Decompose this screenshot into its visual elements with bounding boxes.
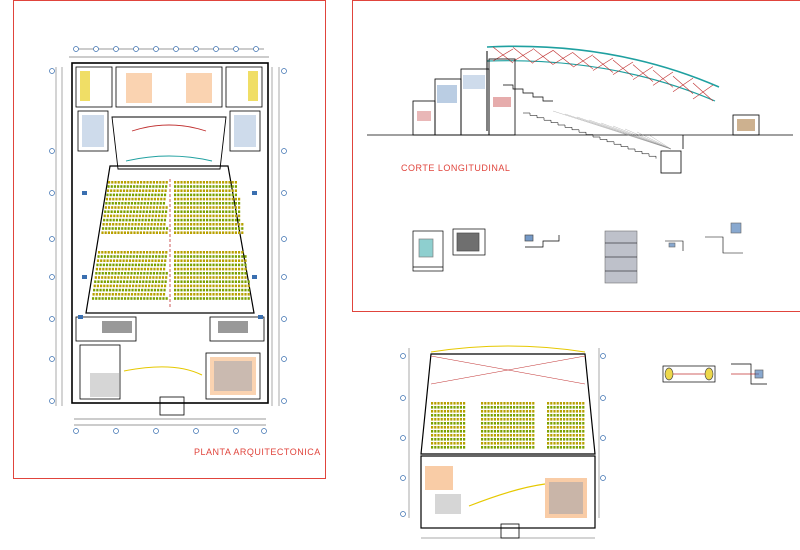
detail-column	[604, 230, 638, 284]
secondary-path	[468, 483, 546, 507]
main-entrance	[159, 396, 185, 416]
top-axis-bubbles	[73, 46, 259, 52]
sight-lines	[552, 110, 672, 150]
detail-pipe	[662, 365, 716, 383]
detail-joint-2	[705, 222, 743, 254]
upper-rooms	[75, 66, 263, 152]
detail-seat-2	[452, 228, 486, 256]
section-sheet: CORTE LONGITUDINAL	[352, 0, 800, 312]
secondary-entrance	[500, 523, 520, 539]
stage-end	[660, 114, 760, 174]
secondary-walls	[420, 353, 596, 529]
floor-plan-sheet: PLANTA ARQUITECTONICA	[13, 0, 326, 479]
front-rooms	[412, 58, 516, 136]
upper-room-fills	[80, 71, 258, 147]
secondary-lobby	[425, 466, 587, 518]
stage	[111, 116, 227, 170]
exterior-walls	[71, 62, 269, 404]
small-details	[662, 363, 767, 385]
top-axis-grid	[69, 48, 269, 58]
plan-title: PLANTA ARQUITECTONICA	[194, 447, 321, 457]
lobby-rooms	[75, 316, 265, 400]
seating-rows	[91, 181, 250, 300]
detail-seat-1	[412, 230, 444, 272]
secondary-seating	[431, 402, 585, 449]
column-markers	[78, 191, 263, 319]
stair	[503, 84, 553, 102]
section-title: CORTE LONGITUDINAL	[401, 163, 511, 173]
detail-step	[524, 234, 560, 248]
bottom-axis-bubbles	[73, 428, 267, 434]
section-drawing	[367, 45, 793, 284]
secondary-roof-lines	[430, 345, 586, 385]
stage-fills	[737, 119, 755, 131]
detail-joint-1	[665, 240, 684, 251]
floor-plan-drawing	[49, 46, 287, 434]
auditorium-walls	[85, 165, 255, 314]
side-dimension-lines	[55, 67, 280, 406]
secondary-floor-plan	[400, 345, 606, 539]
secondary-bubbles	[400, 353, 606, 517]
detail-bracket	[731, 363, 767, 385]
lobby-fills	[90, 321, 256, 397]
side-axis-bubbles	[49, 68, 287, 404]
bottom-dimension	[74, 418, 266, 426]
front-room-fills	[417, 75, 511, 121]
raked-seating	[523, 112, 657, 159]
truss-diagonals	[492, 46, 714, 102]
